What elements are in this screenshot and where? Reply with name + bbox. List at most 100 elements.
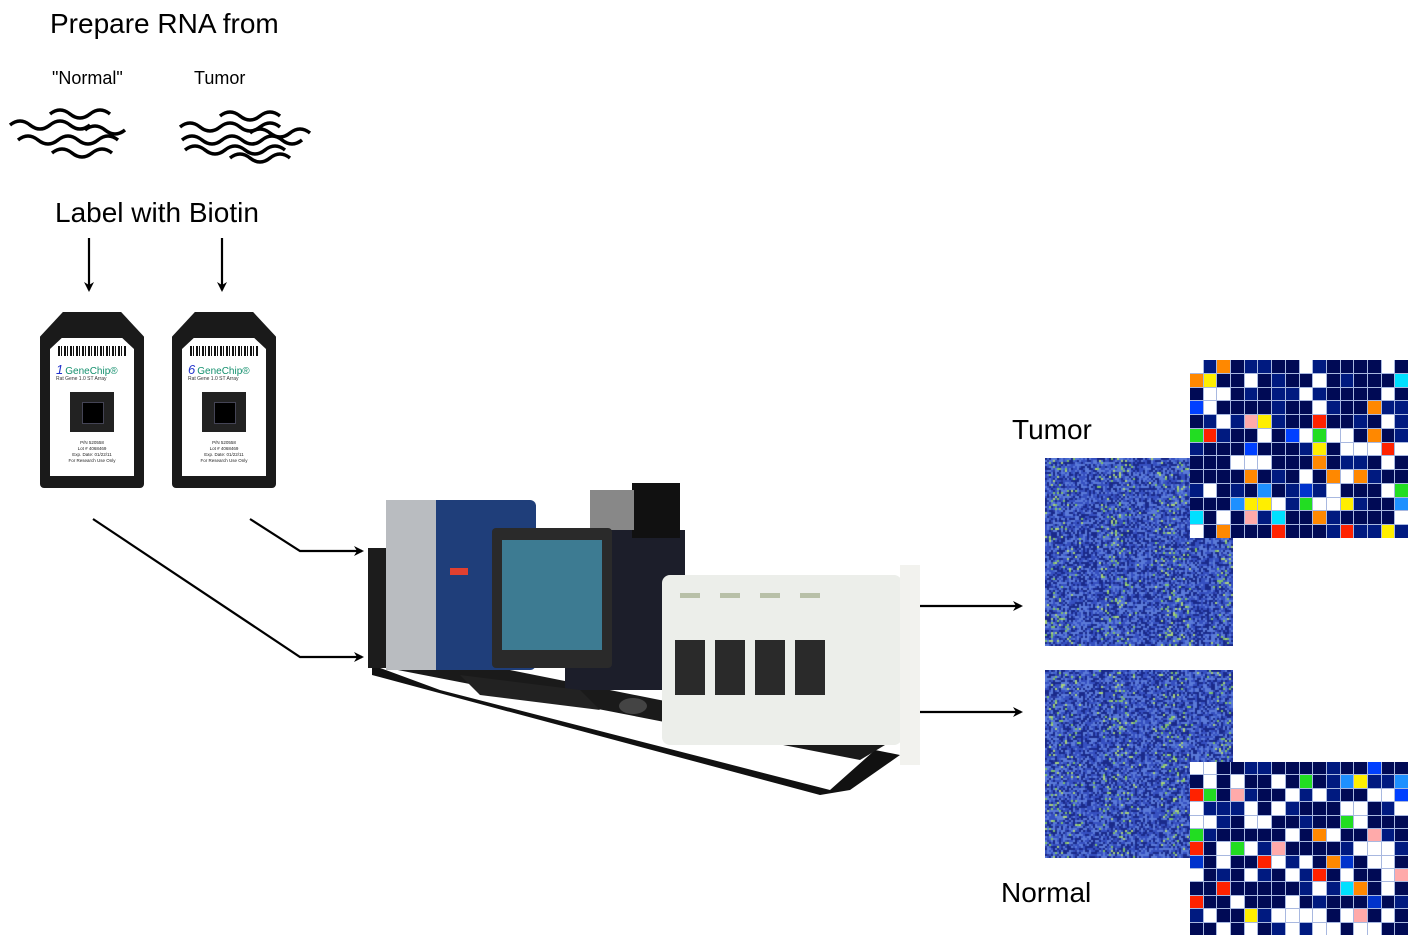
heatmap-cell	[1367, 373, 1381, 387]
heatmap-cell	[1340, 360, 1354, 373]
heatmap-cell	[1326, 788, 1340, 802]
heatmap-cell	[1244, 869, 1258, 882]
heatmap-cell	[1354, 869, 1367, 882]
heatmap-cell	[1190, 869, 1203, 882]
heatmap-cell	[1285, 788, 1299, 802]
heatmap-cell	[1299, 842, 1313, 855]
chip-use: For Research Use Only	[200, 458, 248, 463]
chip-lot: Lot # 4068469	[209, 446, 239, 451]
heatmap-cell	[1217, 360, 1231, 373]
heatmap-cell	[1190, 855, 1203, 869]
tumor-rna-squiggle-icon	[178, 110, 312, 164]
heatmap-cell	[1326, 762, 1340, 775]
heatmap-cell	[1217, 922, 1231, 935]
tumor-sample-label: Tumor	[194, 68, 246, 88]
heatmap-cell	[1231, 442, 1244, 456]
heatmap-cell	[1395, 855, 1408, 869]
heatmap-cell	[1395, 511, 1408, 525]
heatmap-cell	[1326, 442, 1340, 456]
heatmap-cell	[1381, 511, 1395, 525]
heatmap-cell	[1272, 428, 1285, 442]
heatmap-cell	[1231, 762, 1244, 775]
heatmap-cell	[1258, 815, 1272, 828]
heatmap-cell	[1258, 922, 1272, 935]
heatmap-cell	[1313, 428, 1326, 442]
heatmap-cell	[1340, 788, 1354, 802]
heatmap-cell	[1299, 869, 1313, 882]
heatmap-cell	[1231, 470, 1244, 483]
heatmap-cell	[1367, 401, 1381, 415]
normal-heatmap-zoom	[1190, 762, 1408, 935]
heatmap-cell	[1285, 762, 1299, 775]
heatmap-cell	[1272, 922, 1285, 935]
heatmap-cell	[1395, 428, 1408, 442]
heatmap-cell	[1367, 497, 1381, 511]
heatmap-cell	[1313, 855, 1326, 869]
heatmap-cell	[1258, 360, 1272, 373]
heatmap-cell	[1217, 387, 1231, 401]
heatmap-cell	[1203, 842, 1217, 855]
heatmap-cell	[1340, 442, 1354, 456]
chip-array-type: Rat Gene 1.0 ST Array	[188, 376, 239, 382]
heatmap-cell	[1354, 415, 1367, 428]
heatmap-cell	[1244, 802, 1258, 815]
chip-exp: Exp. Date: 01/22/11	[204, 452, 244, 457]
heatmap-cell	[1354, 497, 1367, 511]
heatmap-cell	[1395, 401, 1408, 415]
chip-use: For Research Use Only	[68, 458, 116, 463]
heatmap-cell	[1272, 360, 1285, 373]
step-label: Label with Biotin	[55, 197, 259, 228]
heatmap-cell	[1313, 815, 1326, 828]
heatmap-cell	[1190, 788, 1203, 802]
heatmap-cell	[1395, 387, 1408, 401]
heatmap-cell	[1272, 895, 1285, 909]
heatmap-cell	[1244, 456, 1258, 470]
heatmap-cell	[1258, 483, 1272, 497]
heatmap-cell	[1272, 775, 1285, 788]
heatmap-cell	[1313, 802, 1326, 815]
heatmap-cell	[1395, 442, 1408, 456]
heatmap-cell	[1354, 882, 1367, 895]
heatmap-cell	[1395, 882, 1408, 895]
heatmap-cell	[1381, 869, 1395, 882]
heatmap-cell	[1231, 909, 1244, 922]
heatmap-cell	[1272, 815, 1285, 828]
chip-brand: GeneChip®	[197, 366, 250, 377]
heatmap-cell	[1190, 922, 1203, 935]
heatmap-cell	[1285, 415, 1299, 428]
heatmap-cell	[1367, 428, 1381, 442]
heatmap-cell	[1340, 470, 1354, 483]
heatmap-cell	[1354, 360, 1367, 373]
heatmap-cell	[1272, 869, 1285, 882]
heatmap-cell	[1272, 828, 1285, 842]
heatmap-cell	[1285, 855, 1299, 869]
heatmap-cell	[1231, 788, 1244, 802]
heatmap-cell	[1354, 483, 1367, 497]
heatmap-cell	[1313, 373, 1326, 387]
heatmap-cell	[1313, 775, 1326, 788]
heatmap-cell	[1354, 511, 1367, 525]
heatmap-cell	[1203, 470, 1217, 483]
heatmap-cell	[1381, 922, 1395, 935]
heatmap-cell	[1244, 360, 1258, 373]
heatmap-cell	[1326, 855, 1340, 869]
heatmap-cell	[1244, 415, 1258, 428]
heatmap-cell	[1381, 401, 1395, 415]
heatmap-cell	[1203, 483, 1217, 497]
heatmap-cell	[1217, 909, 1231, 922]
heatmap-cell	[1272, 909, 1285, 922]
heatmap-cell	[1272, 456, 1285, 470]
heatmap-cell	[1381, 442, 1395, 456]
heatmap-cell	[1299, 922, 1313, 935]
heatmap-cell	[1190, 401, 1203, 415]
heatmap-cell	[1285, 842, 1299, 855]
heatmap-cell	[1395, 762, 1408, 775]
chip-window	[70, 392, 114, 432]
heatmap-cell	[1340, 511, 1354, 525]
heatmap-cell	[1340, 922, 1354, 935]
heatmap-cell	[1258, 909, 1272, 922]
heatmap-cell	[1285, 401, 1299, 415]
tumor-heatmap-zoom	[1190, 360, 1408, 538]
heatmap-cell	[1231, 828, 1244, 842]
heatmap-cell	[1217, 483, 1231, 497]
